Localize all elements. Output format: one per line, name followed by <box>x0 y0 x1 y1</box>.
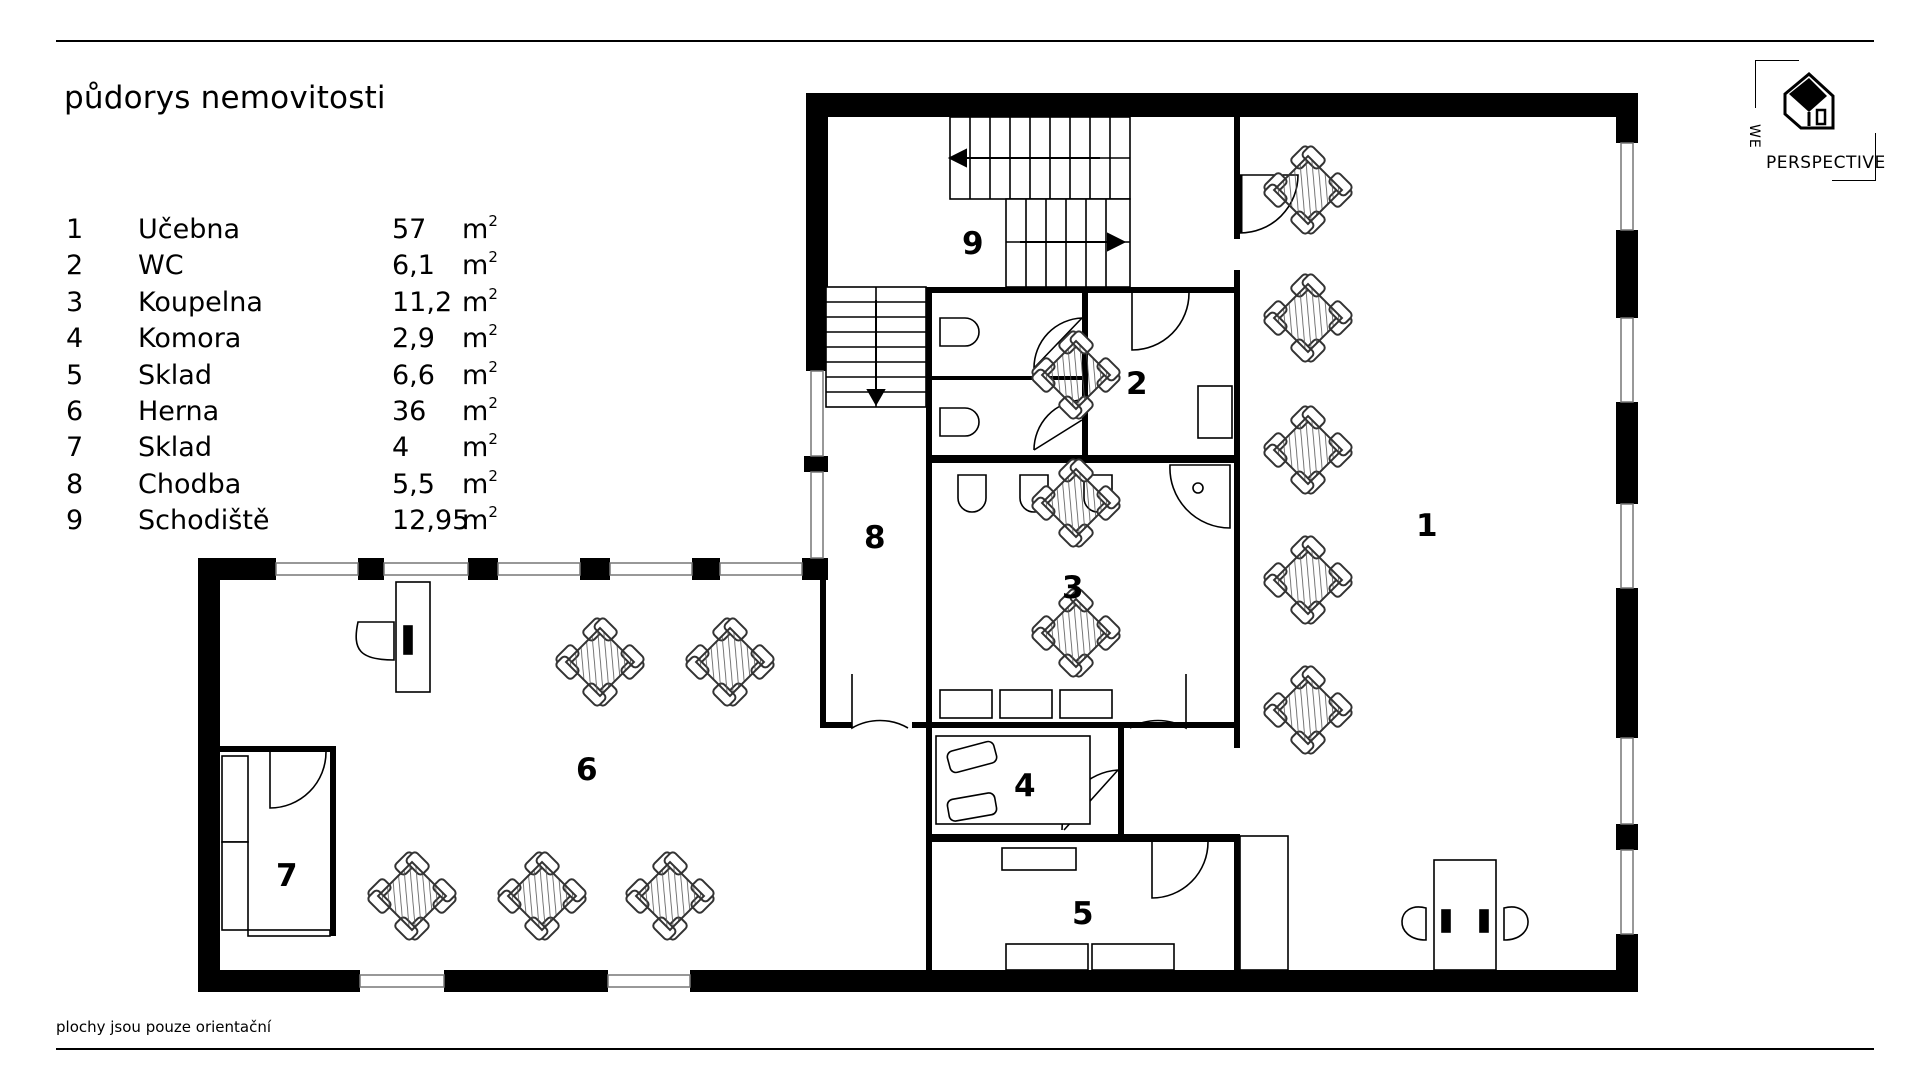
house-icon <box>1783 72 1835 130</box>
room-label-4: 4 <box>1014 768 1036 804</box>
interior-walls <box>220 117 1240 975</box>
footnote: plochy jsou pouze orientační <box>56 1018 272 1036</box>
page-title: půdorys nemovitosti <box>64 80 386 116</box>
room-label-8: 8 <box>864 520 886 556</box>
logo <box>1755 60 1876 181</box>
room-label-2: 2 <box>1126 366 1148 402</box>
outer-walls <box>198 93 1638 992</box>
room-labels: 1 2 3 4 5 6 7 8 9 <box>276 226 1438 932</box>
logo-text-perspective: PERSPECTIVE <box>1766 153 1886 173</box>
room-label-3: 3 <box>1062 570 1084 606</box>
fixtures <box>221 317 1529 971</box>
room-label-1: 1 <box>1416 508 1438 544</box>
stair-arrows <box>866 148 1127 407</box>
windows <box>275 142 1634 988</box>
bottom-rule <box>56 1048 1874 1050</box>
doors <box>269 174 1299 899</box>
room-label-7: 7 <box>276 858 298 894</box>
room-label-9: 9 <box>962 226 984 262</box>
top-rule <box>56 40 1874 42</box>
room-label-5: 5 <box>1072 896 1094 932</box>
room-label-6: 6 <box>576 752 598 788</box>
tables <box>365 143 1355 943</box>
